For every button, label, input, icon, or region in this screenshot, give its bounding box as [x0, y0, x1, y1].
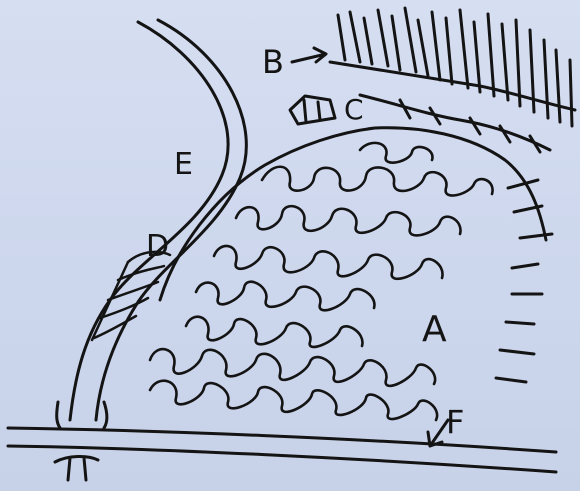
label-f: F [446, 406, 464, 438]
tube-foot [57, 402, 107, 428]
arrow-b [292, 48, 326, 62]
house-c [290, 96, 335, 124]
ground-line-bottom [8, 446, 556, 472]
ground-stem [55, 456, 98, 480]
region-d-hatching [92, 252, 170, 340]
label-c: C [344, 96, 364, 124]
label-a: A [422, 312, 447, 348]
arrow-f [428, 420, 448, 446]
mound-a-scribble [150, 143, 493, 420]
label-b: B [262, 46, 284, 78]
right-streaks [496, 180, 552, 382]
label-d: D [146, 232, 169, 262]
label-e: E [174, 150, 193, 180]
